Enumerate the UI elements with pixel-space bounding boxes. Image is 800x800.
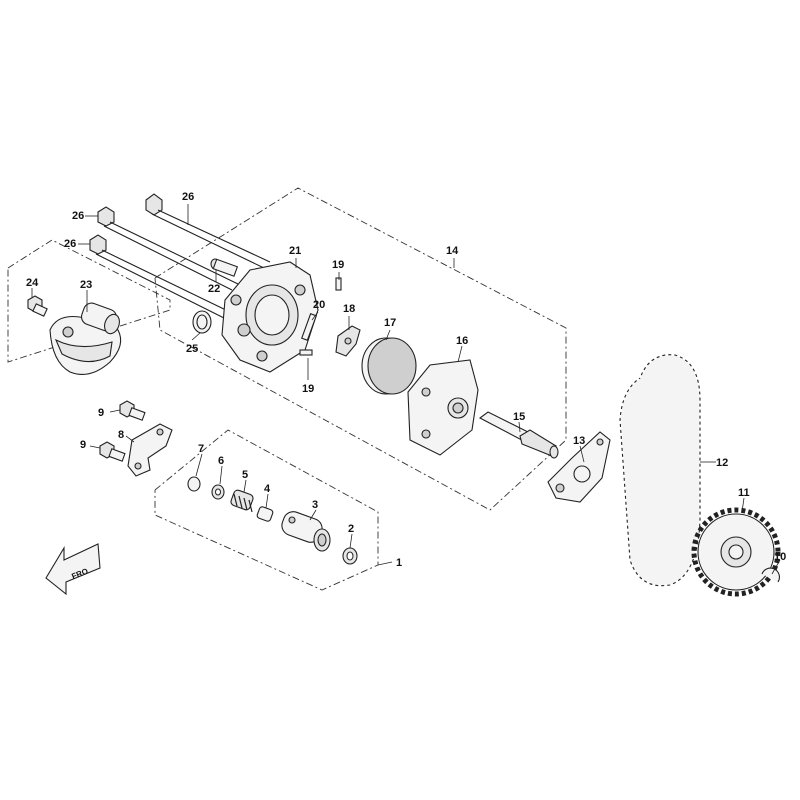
callout-5: 5 <box>242 469 248 481</box>
sleeve-3 <box>281 511 331 552</box>
callout-3: 3 <box>312 499 318 511</box>
sprocket-11 <box>691 507 781 597</box>
assembly-14-boundary <box>154 187 567 511</box>
callout-18: 18 <box>343 303 355 315</box>
callout-14: 14 <box>446 245 459 257</box>
callout-2: 2 <box>348 523 354 535</box>
drive-chain-12 <box>618 353 701 587</box>
callout-22: 22 <box>208 283 220 295</box>
plate-13 <box>547 431 611 503</box>
callout-23: 23 <box>80 279 92 291</box>
callout-17: 17 <box>384 317 396 329</box>
callout-labels: 26 26 26 24 23 25 22 21 19 20 18 17 16 1… <box>26 191 786 569</box>
outer-rotor-17 <box>361 337 417 395</box>
bolt-24 <box>27 295 48 317</box>
spring-5 <box>230 489 254 513</box>
callout-26: 26 <box>72 210 84 222</box>
bracket-8 <box>127 423 173 477</box>
bolt-26-lower <box>89 234 231 319</box>
callout-19: 19 <box>332 259 344 271</box>
pin-19-upper <box>335 277 342 291</box>
front-direction-arrow-icon: FRO <box>45 543 101 596</box>
callout-26: 26 <box>64 238 76 250</box>
leader-lines <box>31 204 781 575</box>
callout-8: 8 <box>118 429 124 441</box>
bolt-9-lower <box>99 441 126 462</box>
strainer-cap-23 <box>49 302 122 375</box>
callout-19: 19 <box>302 383 314 395</box>
callout-6: 6 <box>218 455 224 467</box>
callout-21: 21 <box>289 245 301 257</box>
callout-4: 4 <box>264 483 271 495</box>
callout-1: 1 <box>396 557 402 569</box>
dowel-pin-22 <box>210 258 239 277</box>
callout-7: 7 <box>198 443 204 455</box>
callout-16: 16 <box>456 335 468 347</box>
callout-12: 12 <box>716 457 728 469</box>
bolt-26-middle <box>97 206 239 291</box>
circlip-10 <box>761 567 780 583</box>
callout-10: 10 <box>774 551 786 563</box>
valve-4 <box>256 506 274 522</box>
callout-26: 26 <box>182 191 194 203</box>
pin-20 <box>301 313 317 341</box>
drive-shaft-15 <box>478 411 559 459</box>
callout-13: 13 <box>573 435 585 447</box>
snap-ring-7 <box>187 476 201 492</box>
callout-9: 9 <box>98 407 104 419</box>
pump-body-21 <box>221 261 319 373</box>
assembly-23-boundary <box>7 239 171 363</box>
callout-20: 20 <box>313 299 325 311</box>
callout-24: 24 <box>26 277 39 289</box>
bolt-26-upper <box>145 193 271 269</box>
bolt-9-upper <box>119 400 146 421</box>
pump-cover-16 <box>407 359 479 456</box>
callout-15: 15 <box>513 411 525 423</box>
callout-11: 11 <box>738 487 750 499</box>
pin-19-lower <box>299 349 313 356</box>
callout-25: 25 <box>186 343 198 355</box>
callout-9: 9 <box>80 439 86 451</box>
